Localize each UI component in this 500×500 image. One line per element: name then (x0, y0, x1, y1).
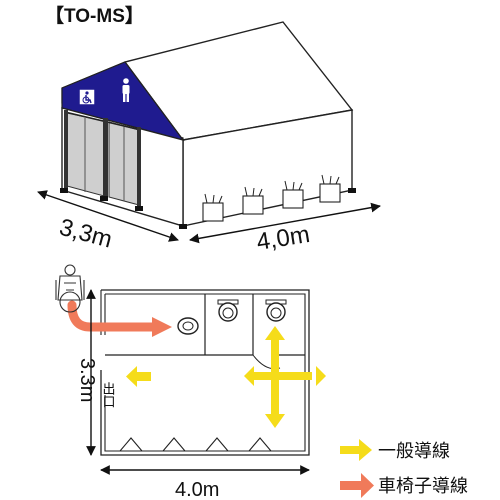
plan-width-label: 4.0m (175, 479, 219, 500)
wheelchair-guide-arrow (67, 300, 158, 332)
toilet-2 (217, 299, 239, 322)
plan-outer-wall (100, 289, 310, 456)
legend-general-label: 一般導線 (378, 441, 450, 461)
ac-unit-4 (319, 174, 341, 203)
general-guide-arrows (126, 326, 326, 428)
exit-label: 出口 (101, 382, 116, 408)
length-dimension-line (189, 202, 381, 244)
width-dimension-line (37, 190, 179, 242)
legend-item-general: 一般導線 (340, 439, 450, 461)
perspective-width-label: 3,3m (56, 214, 115, 254)
floor-fans (119, 437, 272, 452)
toilet-3 (265, 299, 287, 322)
legend-item-wheelchair: 車椅子導線 (340, 473, 468, 498)
wheelchair-icon (79, 89, 95, 105)
floor-plan: 出口 3.3m 4.0m (55, 264, 326, 500)
legend: 一般導線 車椅子導線 (340, 439, 468, 498)
legend-wheelchair-label: 車椅子導線 (378, 476, 468, 496)
person-icon (122, 78, 130, 102)
plan-height-label: 3.3m (76, 358, 98, 402)
toilet-accessible (177, 317, 199, 335)
model-title: 【TO-MS】 (45, 4, 144, 27)
wheelchair-user-icon (55, 264, 85, 313)
tent-perspective: 3,3m 4,0m (37, 21, 381, 256)
perspective-length-label: 4,0m (255, 221, 312, 256)
